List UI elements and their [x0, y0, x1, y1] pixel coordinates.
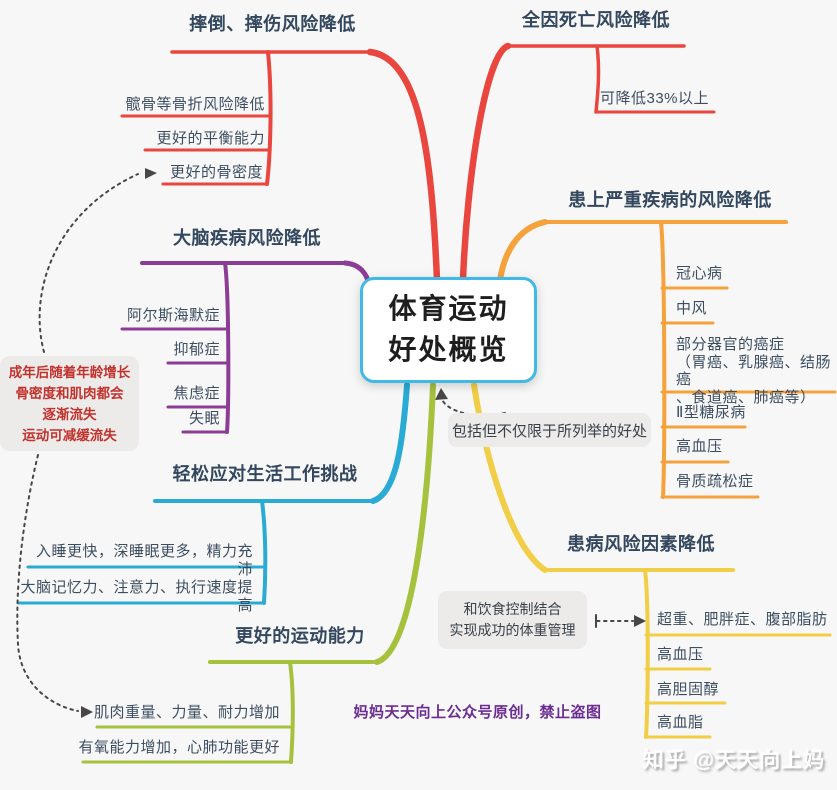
- branch-title-mortality: 全因死亡风险降低: [522, 10, 670, 30]
- node-hypertension: 高血压: [676, 438, 723, 455]
- callout-weight-management: 和饮食控制结合 实现成功的体重管理: [438, 591, 587, 649]
- node-bone-density: 更好的骨密度: [169, 164, 263, 181]
- mortality-trunk: [594, 44, 601, 114]
- arrowhead-center: [435, 388, 448, 400]
- branch-mortality-lines: [459, 42, 716, 284]
- branch-title-risk: 患病风险因素降低: [567, 534, 715, 554]
- arrowhead-overweight: [634, 615, 646, 627]
- branch-life-lines: [16, 382, 410, 605]
- life-main-curve: [370, 382, 410, 504]
- branch-serious-lines: [497, 219, 837, 499]
- branch-title-athletic: 更好的运动能力: [235, 626, 365, 646]
- node-memory: 大脑记忆力、注意力、执行速度提高: [20, 579, 253, 614]
- brain-trunk: [223, 261, 231, 434]
- node-cholesterol: 高胆固醇: [657, 681, 720, 698]
- risk-trunk: [643, 568, 650, 739]
- branch-athletic-lines: [81, 382, 436, 764]
- node-coronary: 冠心病: [676, 265, 723, 282]
- node-overweight: 超重、肥胖症、腹部脂肪: [657, 611, 828, 628]
- branch-fall-lines: [120, 48, 441, 284]
- node-balance: 更好的平衡能力: [156, 130, 265, 147]
- node-muscle: 肌肉重量、力量、耐力增加: [93, 704, 280, 721]
- node-depression: 抑郁症: [173, 341, 220, 358]
- fall-trunk: [265, 50, 273, 186]
- watermark-zhihu: 知乎 @天天向上妈: [642, 749, 826, 772]
- branch-brain-lines: [120, 260, 372, 434]
- athletic-trunk: [288, 660, 295, 764]
- node-diabetes: Ⅱ型糖尿病: [676, 404, 746, 421]
- arrow-age-to-bone-density: [38, 173, 139, 353]
- branch-title-serious: 患上严重疾病的风险降低: [568, 190, 772, 210]
- callout-age-bone-loss: 成年后随着年龄增长 骨密度和肌肉都会 逐渐流失 运动可减缓流失: [0, 356, 139, 451]
- watermark-origin-text: 妈妈天天向上公众号原创，禁止盗图: [353, 704, 602, 721]
- serious-main-curve: [497, 219, 548, 283]
- branch-title-fall: 摔倒、摔伤风险降低: [189, 14, 356, 34]
- node-anxiety: 焦虑症: [173, 385, 220, 402]
- arrowhead-bone-density: [145, 168, 157, 179]
- node-insomnia: 失眠: [188, 410, 220, 427]
- branch-title-life: 轻松应对生活工作挑战: [172, 464, 358, 484]
- serious-trunk: [659, 220, 667, 499]
- branch-risk-lines: [471, 382, 832, 739]
- node-hip-fracture: 髋骨等骨折风险降低: [125, 96, 265, 113]
- central-topic: 体育运动 好处概览: [360, 277, 537, 383]
- mortality-main-curve: [459, 42, 512, 284]
- node-sleep: 入睡更快，深睡眠更多，精力充沛: [35, 543, 253, 578]
- branch-title-brain: 大脑疾病风险降低: [173, 228, 321, 248]
- node-stroke: 中风: [676, 300, 708, 317]
- node-alzheimer: 阿尔斯海默症: [126, 307, 220, 324]
- arrowhead-muscle: [81, 706, 93, 718]
- fall-main-curve: [366, 48, 441, 284]
- node-high-bp: 高血压: [657, 646, 704, 663]
- node-cancers: 部分器官的癌症 （胃癌、乳腺癌、结肠癌 、食道癌、肺癌等）: [676, 336, 832, 406]
- arrow-age-to-muscle: [16, 454, 79, 712]
- node-osteoporosis: 骨质疏松症: [676, 473, 754, 490]
- life-trunk: [260, 499, 268, 605]
- node-aerobic: 有氧能力增加，心肺功能更好: [78, 739, 280, 756]
- callout-not-limited: 包括但不仅限于所列举的好处: [448, 413, 651, 447]
- athletic-main-curve: [374, 382, 436, 665]
- node-reduce-33: 可降低33%以上: [600, 90, 710, 107]
- node-blood-lipids: 高血脂: [657, 714, 704, 731]
